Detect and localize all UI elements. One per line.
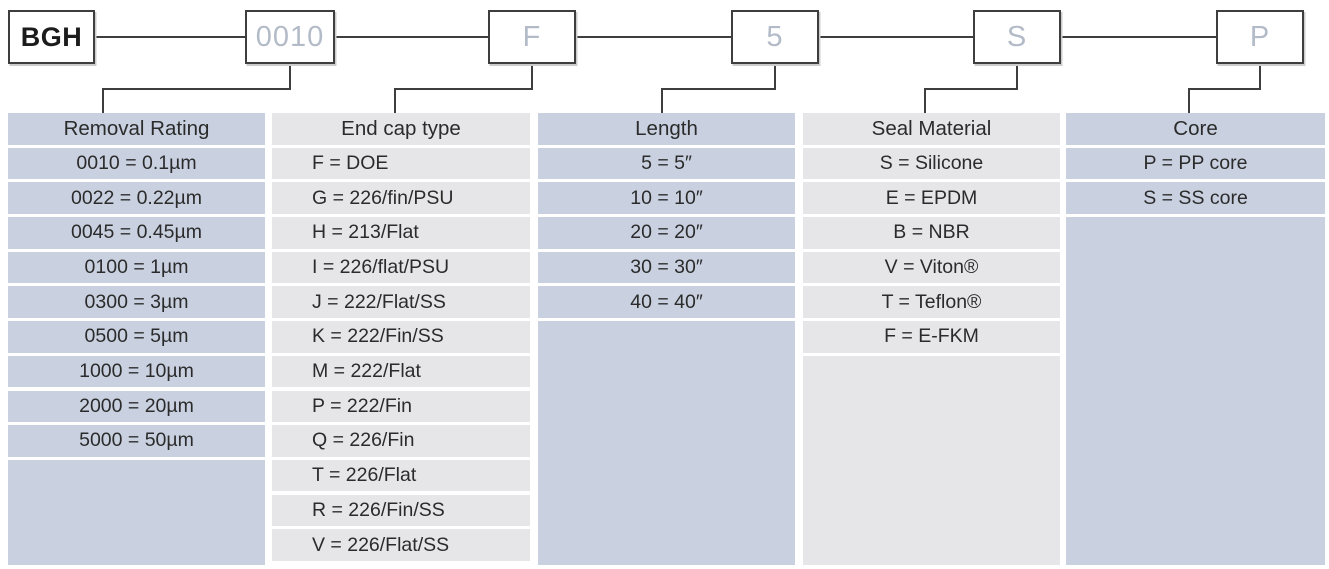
option-cell: 0500 = 5µm — [8, 321, 265, 353]
option-cell: S = Silicone — [803, 147, 1060, 180]
removal-rating-column: Removal Rating 0010 = 0.1µm 0022 = 0.22µ… — [8, 113, 265, 565]
option-cell: 0100 = 1µm — [8, 251, 265, 284]
column-header: Core — [1066, 113, 1325, 145]
option-cell: V = 226/Flat/SS — [272, 529, 530, 561]
core-code-label: P — [1249, 20, 1271, 53]
empty-cells-filler — [8, 459, 265, 565]
column-header: Length — [538, 113, 795, 145]
empty-cells-filler — [803, 355, 1060, 565]
option-cell: 10 = 10″ — [538, 182, 795, 214]
column-header: Seal Material — [803, 113, 1060, 145]
option-cell: E = EPDM — [803, 182, 1060, 214]
code-box-series: BGH — [8, 10, 95, 64]
column-header: End cap type — [272, 113, 530, 145]
option-cell: V = Viton® — [803, 251, 1060, 284]
option-cell: J = 222/Flat/SS — [272, 286, 530, 318]
column-header: Removal Rating — [8, 113, 265, 145]
option-cell: I = 226/flat/PSU — [272, 251, 530, 284]
empty-cells-filler — [1066, 217, 1325, 565]
option-cell: M = 222/Flat — [272, 355, 530, 388]
option-cell: 0045 = 0.45µm — [8, 217, 265, 249]
option-cell: P = PP core — [1066, 147, 1325, 180]
option-cell: T = 226/Flat — [272, 459, 530, 492]
series-code-label: BGH — [20, 21, 83, 52]
option-cell: 30 = 30″ — [538, 251, 795, 284]
code-box-end-cap-type: F — [488, 10, 576, 64]
option-cell: K = 222/Fin/SS — [272, 321, 530, 353]
option-cell: P = 222/Fin — [272, 390, 530, 422]
option-cell: T = Teflon® — [803, 286, 1060, 318]
option-cell: R = 226/Fin/SS — [272, 494, 530, 527]
length-column: Length 5 = 5″ 10 = 10″ 20 = 20″ 30 = 30″… — [538, 113, 795, 565]
option-cell: G = 226/fin/PSU — [272, 182, 530, 214]
option-cell: 1000 = 10µm — [8, 355, 265, 388]
option-cell: Q = 226/Fin — [272, 425, 530, 457]
option-cell: 2000 = 20µm — [8, 390, 265, 422]
code-box-seal-material: S — [973, 10, 1061, 64]
option-cell: 0010 = 0.1µm — [8, 147, 265, 180]
seal-material-code-label: S — [1006, 20, 1028, 53]
length-code-label: 5 — [766, 20, 784, 53]
code-box-core: P — [1216, 10, 1304, 64]
option-cell: 0022 = 0.22µm — [8, 182, 265, 214]
core-column: Core P = PP core S = SS core — [1066, 113, 1325, 565]
code-box-length: 5 — [731, 10, 819, 64]
empty-cells-filler — [538, 321, 795, 565]
end-cap-type-code-label: F — [522, 20, 542, 53]
option-cell: S = SS core — [1066, 182, 1325, 214]
option-cell: H = 213/Flat — [272, 217, 530, 249]
end-cap-type-column: End cap type F = DOE G = 226/fin/PSU H =… — [272, 113, 530, 565]
removal-rating-code-label: 0010 — [255, 20, 325, 53]
option-cell: F = E-FKM — [803, 321, 1060, 353]
option-cell: 5000 = 50µm — [8, 425, 265, 457]
option-cell: 20 = 20″ — [538, 217, 795, 249]
option-cell: B = NBR — [803, 217, 1060, 249]
option-cell: F = DOE — [272, 147, 530, 180]
option-cell: 0300 = 3µm — [8, 286, 265, 318]
option-cell: 5 = 5″ — [538, 147, 795, 180]
seal-material-column: Seal Material S = Silicone E = EPDM B = … — [803, 113, 1060, 565]
option-cell: 40 = 40″ — [538, 286, 795, 318]
code-box-removal-rating: 0010 — [245, 10, 335, 64]
